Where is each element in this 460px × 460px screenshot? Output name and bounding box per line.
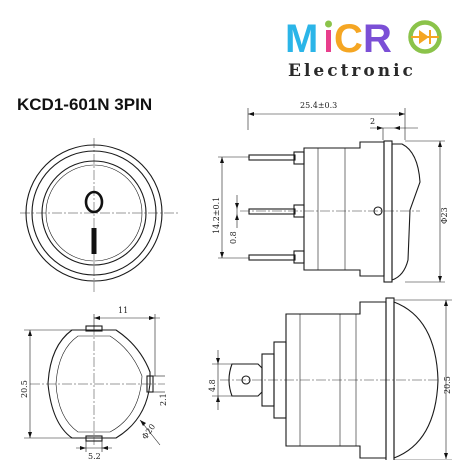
- dim-pin-span: 14.2±0.1: [212, 197, 221, 234]
- model-title: KCD1-601N 3PIN: [17, 95, 152, 114]
- dim-width-11: 11: [118, 306, 128, 315]
- dim-pin-thickness: 0.8: [229, 231, 238, 244]
- logo-letter-m: M: [285, 17, 318, 61]
- dim-clip: 2.1: [159, 393, 168, 406]
- on-symbol-icon: [91, 228, 97, 254]
- logo-i-icon: [325, 20, 332, 52]
- dim-height-right: 20.5: [443, 376, 452, 394]
- logo-letter-r: R: [363, 17, 392, 61]
- side-view: 25.4±0.3 2 Φ23: [212, 101, 449, 283]
- dim-height-left: 20.5: [20, 380, 29, 398]
- dim-flange: 2: [370, 117, 375, 126]
- dim-overall-length: 25.4±0.3: [300, 101, 337, 110]
- bottom-view: 11 2.1 20.5 Φ20 5.2: [20, 306, 168, 460]
- dim-width-5-2: 5.2: [88, 452, 101, 460]
- off-symbol-icon: [84, 190, 104, 214]
- dim-terminal: 4.8: [208, 379, 217, 392]
- front-view: [20, 138, 180, 292]
- top-view: 4.8 20.5: [208, 297, 452, 460]
- logo-subtitle: Electronic: [288, 61, 416, 81]
- logo-letter-c: C: [334, 17, 363, 61]
- dim-diameter-side: Φ23: [440, 207, 449, 224]
- diode-o-icon: [408, 20, 442, 54]
- brand-logo: M C R Electronic: [285, 17, 442, 81]
